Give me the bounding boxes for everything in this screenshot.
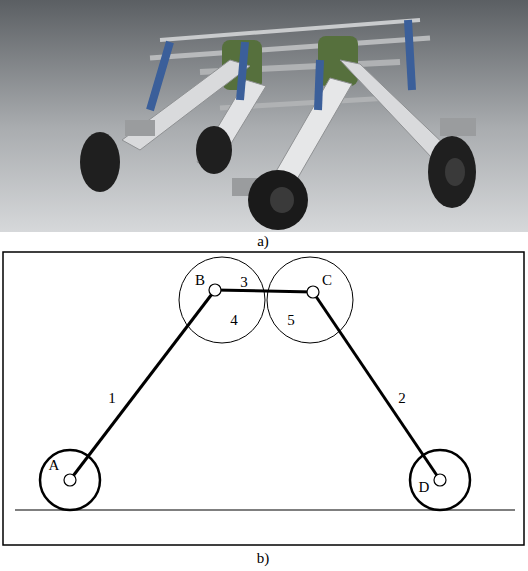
- diagram-frame: [3, 252, 524, 545]
- joint-label: 3: [240, 275, 248, 290]
- subfigure-label: b): [257, 551, 270, 566]
- joint-label: B: [195, 273, 205, 288]
- joint-label: C: [322, 273, 332, 288]
- joint-label: A: [49, 458, 60, 473]
- joint-label: D: [419, 480, 430, 495]
- joint-label: 5: [287, 313, 295, 328]
- joint-label: 1: [108, 391, 116, 406]
- subfigure-label: a): [257, 234, 269, 249]
- mechanism-sketch: [15, 257, 515, 510]
- joint-label: 2: [398, 391, 406, 406]
- render-background: [0, 0, 528, 232]
- joint-label: 4: [230, 313, 238, 328]
- robot-render: [80, 20, 476, 230]
